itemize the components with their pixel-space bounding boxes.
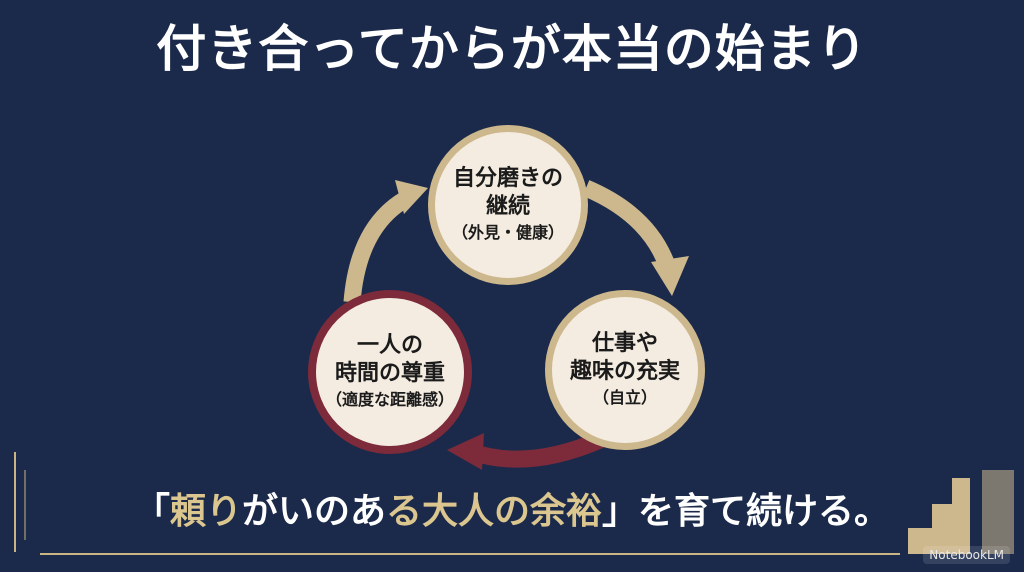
arrowhead-left-to-top xyxy=(395,180,428,214)
tagline-highlight-1: 頼り xyxy=(169,491,242,532)
node-label-line2: 趣味の充実 xyxy=(569,358,680,384)
arrow-left-to-top xyxy=(343,192,409,303)
node-sublabel: （外見・健康） xyxy=(451,223,564,243)
tagline: 「頼りがいのある大人の余裕」を育て続ける。 xyxy=(0,492,1024,532)
frame-line-bottom xyxy=(40,553,900,555)
stairs-icon xyxy=(908,470,1014,554)
tagline-text-1: がいのあ xyxy=(241,491,386,532)
node-sublabel: （適度な距離感） xyxy=(325,390,454,410)
tagline-highlight-2: る大人の余裕 xyxy=(386,491,603,532)
node-label-line2: 継続 xyxy=(485,193,530,219)
arrowhead-right-to-left xyxy=(447,433,484,470)
node-label-line1: 仕事や xyxy=(591,331,658,357)
arrowhead-top-to-right xyxy=(651,256,689,296)
frame-line-left-accent xyxy=(24,470,26,540)
node-label-line1: 一人の xyxy=(356,333,423,359)
page-title: 付き合ってからが本当の始まり xyxy=(156,20,868,78)
node-label-line1: 自分磨きの xyxy=(452,166,563,192)
tagline-text-2: を育て続ける。 xyxy=(638,491,891,532)
tagline-close-bracket: 」 xyxy=(602,491,639,532)
notebooklm-watermark: NotebookLM xyxy=(923,546,1010,564)
node-personal-time: 一人の 時間の尊重 （適度な距離感） xyxy=(308,290,472,454)
tagline-open-bracket: 「 xyxy=(133,491,170,532)
arrow-top-to-right xyxy=(582,180,677,271)
node-work-hobby: 仕事や 趣味の充実 （自立） xyxy=(545,290,705,450)
node-label-line2: 時間の尊重 xyxy=(334,360,445,386)
arrow-right-to-left xyxy=(472,432,604,468)
frame-line-left-vertical xyxy=(14,452,16,552)
node-sublabel: （自立） xyxy=(592,388,657,408)
node-self-improvement: 自分磨きの 継続 （外見・健康） xyxy=(428,125,588,285)
